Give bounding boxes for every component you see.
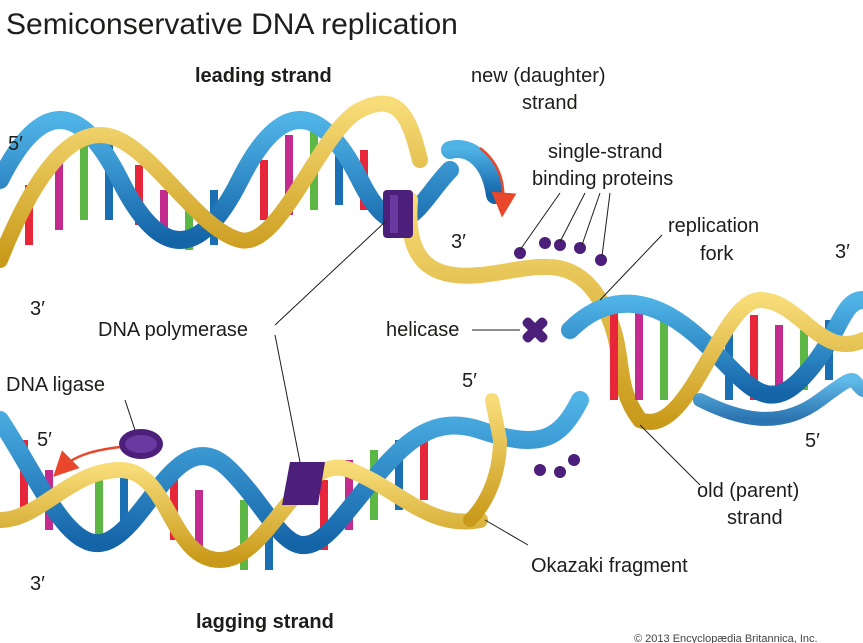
dna-ligase-label: DNA ligase xyxy=(6,374,105,396)
base-pair xyxy=(610,310,618,400)
parent-helix xyxy=(561,291,863,430)
lagging-daughter-strand xyxy=(0,459,488,569)
dna-ligase-icon xyxy=(119,429,163,459)
helicase-label: helicase xyxy=(386,319,459,341)
parent-gold-strand xyxy=(632,291,863,430)
lagging-strand-helix xyxy=(0,391,589,570)
base-pair xyxy=(135,165,143,225)
base-pair xyxy=(170,470,178,540)
lagging-direction-arrow xyxy=(53,445,121,477)
base-pair xyxy=(25,185,33,245)
top-left-3prime-label: 3′ xyxy=(30,298,45,320)
copyright-text: © 2013 Encyclopædia Britannica, Inc. xyxy=(634,633,818,643)
base-pair xyxy=(260,160,268,220)
base-pair xyxy=(240,500,248,570)
diagram-title: Semiconservative DNA replication xyxy=(6,8,458,41)
base-pair xyxy=(160,190,168,240)
new-daughter-strand-end xyxy=(441,140,504,204)
base-pair xyxy=(95,480,103,540)
base-pair xyxy=(185,200,193,250)
okazaki-fragment xyxy=(463,393,508,527)
dna-polymerase-top xyxy=(383,190,413,238)
base-pair xyxy=(395,440,403,510)
replication-fork-label-line1: replication xyxy=(668,215,759,237)
base-pair xyxy=(660,305,668,400)
base-pair xyxy=(635,300,643,400)
bottom-left-5prime-label: 5′ xyxy=(37,429,52,451)
base-pair xyxy=(775,325,783,395)
leader-lines xyxy=(124,192,701,546)
base-pair xyxy=(285,135,293,215)
base-pair xyxy=(55,150,63,230)
okazaki-5prime-label: 5′ xyxy=(462,370,477,392)
okazaki-fragment-label: Okazaki fragment xyxy=(531,555,688,577)
right-5prime-label: 5′ xyxy=(805,430,820,452)
base-pair xyxy=(105,140,113,220)
right-3prime-label: 3′ xyxy=(835,241,850,263)
replication-fork-label-line2: fork xyxy=(700,243,734,265)
ssb-label-line1: single-strand xyxy=(548,141,663,163)
new-daughter-label-line2: strand xyxy=(522,92,578,114)
base-pair xyxy=(320,480,328,550)
parent-strand-to-fork xyxy=(401,192,648,428)
base-pair xyxy=(80,130,88,220)
base-pair xyxy=(420,440,428,500)
old-parent-label-line1: old (parent) xyxy=(697,480,799,502)
base-pair xyxy=(120,470,128,530)
single-strand-binding-proteins xyxy=(514,237,607,478)
parent-blue-strand xyxy=(561,291,863,404)
lagging-strand-label: lagging strand xyxy=(196,611,334,633)
base-pair xyxy=(195,490,203,550)
leading-daughter-strand xyxy=(0,95,428,268)
base-pair xyxy=(265,510,273,570)
bottom-left-3prime-label: 3′ xyxy=(30,573,45,595)
top-left-5prime-label: 5′ xyxy=(8,133,23,155)
leading-3prime-label: 3′ xyxy=(451,231,466,253)
leading-direction-arrow xyxy=(479,147,517,218)
helicase-icon xyxy=(522,317,548,343)
old-parent-label-line2: strand xyxy=(727,507,783,529)
parent-blue-strand-lower xyxy=(693,373,863,426)
base-pair xyxy=(800,330,808,390)
base-pair xyxy=(750,315,758,400)
dna-polymerase-label: DNA polymerase xyxy=(98,319,248,341)
leading-strand-helix xyxy=(0,95,504,268)
leading-parent-strand xyxy=(0,111,459,249)
new-daughter-label-line1: new (daughter) xyxy=(471,65,606,87)
base-pair xyxy=(335,125,343,205)
ssb-label-line2: binding proteins xyxy=(532,168,673,190)
dna-polymerase-bottom xyxy=(282,462,325,505)
leading-strand-label: leading strand xyxy=(195,65,332,87)
